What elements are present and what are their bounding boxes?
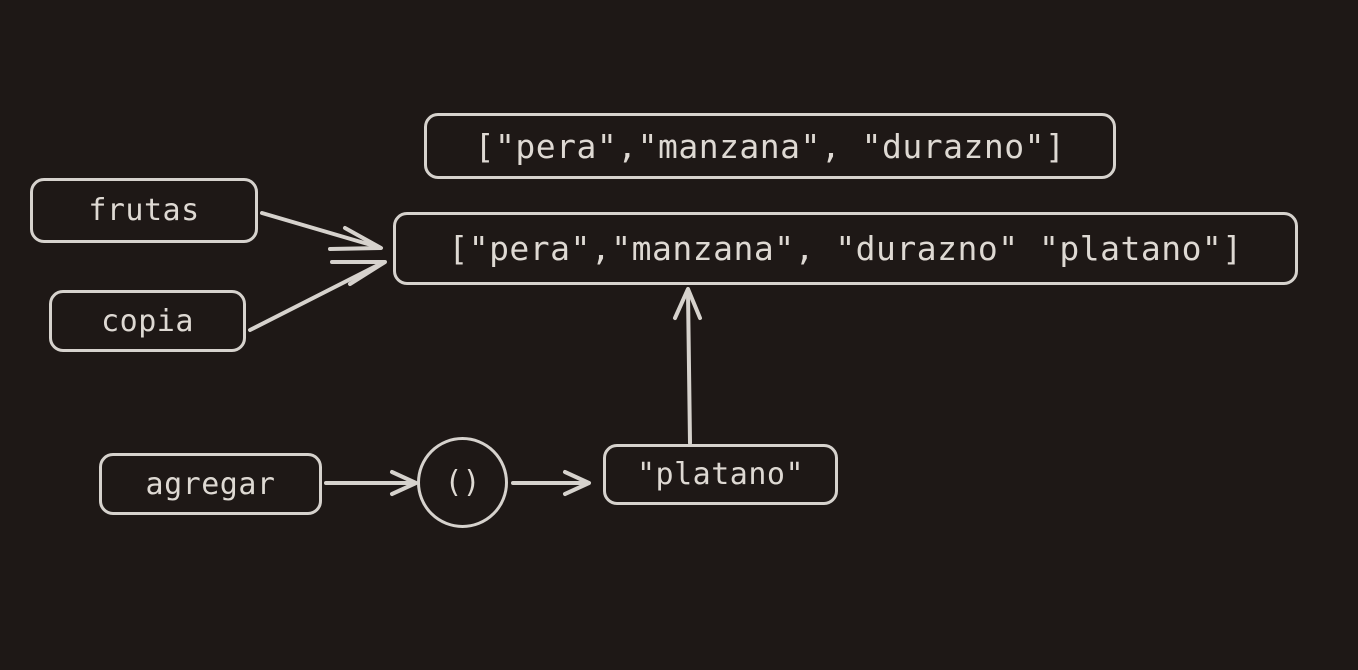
node-platano[interactable]: "platano"	[603, 444, 838, 505]
node-list-original[interactable]: ["pera","manzana", "durazno"]	[424, 113, 1116, 179]
edge-frutas-to-list	[260, 211, 383, 251]
node-function-call[interactable]: ()	[417, 437, 508, 528]
edge-copia-to-list	[248, 260, 387, 332]
node-list-updated[interactable]: ["pera","manzana", "durazno" "platano"]	[393, 212, 1298, 285]
edge-agregar-to-call	[324, 470, 418, 496]
node-frutas[interactable]: frutas	[30, 178, 258, 243]
node-copia[interactable]: copia	[49, 290, 246, 352]
node-agregar[interactable]: agregar	[99, 453, 322, 515]
edge-platano-to-list	[673, 287, 702, 445]
edge-call-to-platano	[511, 470, 591, 496]
